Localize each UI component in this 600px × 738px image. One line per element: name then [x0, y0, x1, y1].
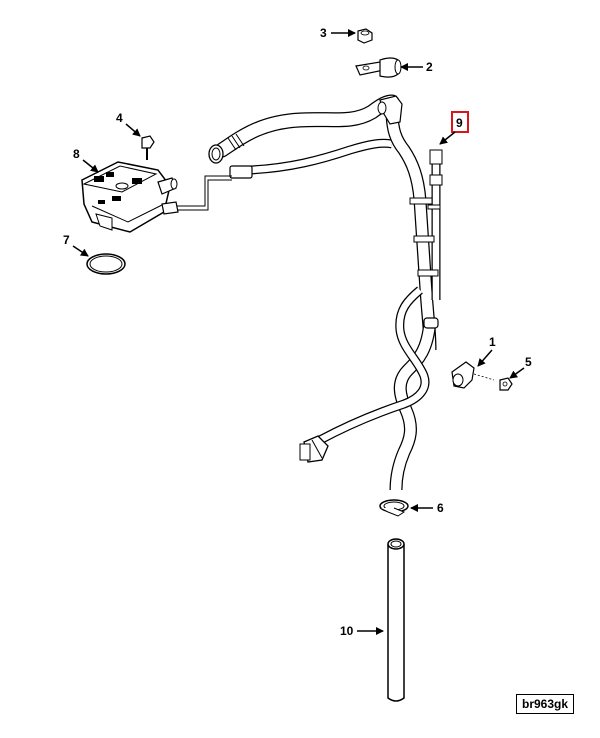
- bolt-part[interactable]: [141, 135, 155, 160]
- hose-clamp-part[interactable]: [379, 499, 409, 517]
- callout-label: 4: [116, 111, 123, 125]
- callout-3: 3: [320, 26, 356, 40]
- callout-label: 9: [456, 116, 463, 130]
- callout-7: 7: [63, 233, 89, 257]
- callout-5: 5: [509, 355, 532, 379]
- callout-label: 3: [320, 26, 327, 40]
- callout-label: 2: [426, 60, 433, 74]
- module-part[interactable]: [81, 161, 179, 233]
- clamp-bracket-part[interactable]: [355, 57, 402, 78]
- thin-tube: [174, 175, 232, 211]
- callout-label: 7: [63, 233, 70, 247]
- hose-assembly[interactable]: [208, 94, 443, 491]
- callout-6: 6: [410, 501, 444, 515]
- callout-label: 10: [340, 624, 354, 638]
- callout-1: 1: [477, 335, 496, 367]
- callout-10: 10: [340, 624, 384, 638]
- elbow-connector-part[interactable]: [451, 361, 495, 389]
- callout-label: 5: [525, 355, 532, 369]
- callout-4: 4: [116, 111, 141, 137]
- callout-label: 6: [437, 501, 444, 515]
- callout-label: 8: [73, 147, 80, 161]
- callout-2: 2: [400, 60, 433, 74]
- callout-8: 8: [73, 147, 99, 173]
- o-ring-part[interactable]: [86, 253, 126, 275]
- callout-9: 9: [439, 111, 469, 145]
- callout-label: 1: [489, 335, 496, 349]
- figure-reference-label: br963gk: [516, 694, 575, 714]
- tube-part[interactable]: [387, 538, 405, 702]
- electrical-connector[interactable]: [299, 435, 329, 463]
- screw-part[interactable]: [499, 377, 513, 391]
- nut-part[interactable]: [357, 28, 373, 44]
